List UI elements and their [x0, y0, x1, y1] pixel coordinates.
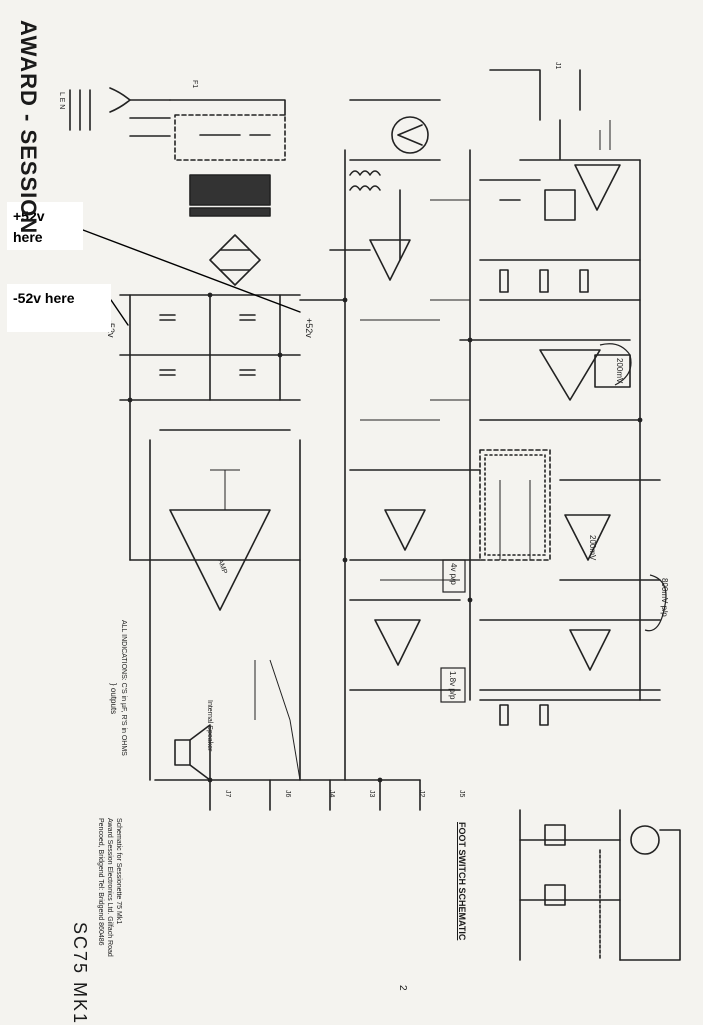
footer-line-2: Award Session Electronics Ltd. Gilfach R…: [106, 818, 113, 957]
label-fuse: F1: [191, 80, 198, 88]
note-200mv-a: 200mV: [615, 358, 624, 384]
label-j3: J3: [368, 790, 375, 798]
note-minus52: -52v: [106, 320, 116, 338]
label-j5: J5: [458, 790, 465, 798]
note-200mv-b: 200mV: [588, 535, 597, 561]
model-title: SC75 MK1: [70, 922, 90, 1025]
footer-line-1: Schematic for Sessionette 75 Mk1: [115, 818, 122, 925]
outputs-note: } outputs: [109, 683, 118, 715]
label-j4: J4: [328, 790, 335, 798]
callout-minus-52v: -52v here: [7, 284, 111, 332]
note-18vpp: 1.8v p/p: [448, 671, 457, 700]
component-notes: ALL INDICATIONS: C'S in µF, R'S in OHMS: [120, 620, 127, 756]
label-j1: J1: [554, 62, 561, 70]
footer-line-3: Pencoed, Bridgend Tel: Bridgend 860486: [97, 818, 104, 946]
callout-plus-52v: +52v here: [7, 202, 83, 250]
label-amp: AMP: [216, 558, 228, 575]
label-j2: J2: [418, 790, 425, 798]
foot-switch-heading: FOOT SWITCH SCHEMATIC: [457, 822, 467, 941]
note-plus52: +52v: [304, 318, 314, 338]
note-800mv: 800mV p/p: [660, 578, 669, 617]
label-j7: J7: [224, 790, 231, 798]
label-j6: J6: [284, 790, 291, 798]
title-block-text: Schematic for Sessionette 75 Mk1 Award S…: [96, 818, 123, 957]
note-4vpp: 4v p/p: [449, 563, 458, 585]
label-speaker: Internal Speaker: [206, 700, 213, 752]
label-mains: L E N: [58, 92, 65, 109]
brand-logo: AWARD - SESSION: [16, 20, 41, 235]
page-number: 2: [397, 985, 408, 991]
